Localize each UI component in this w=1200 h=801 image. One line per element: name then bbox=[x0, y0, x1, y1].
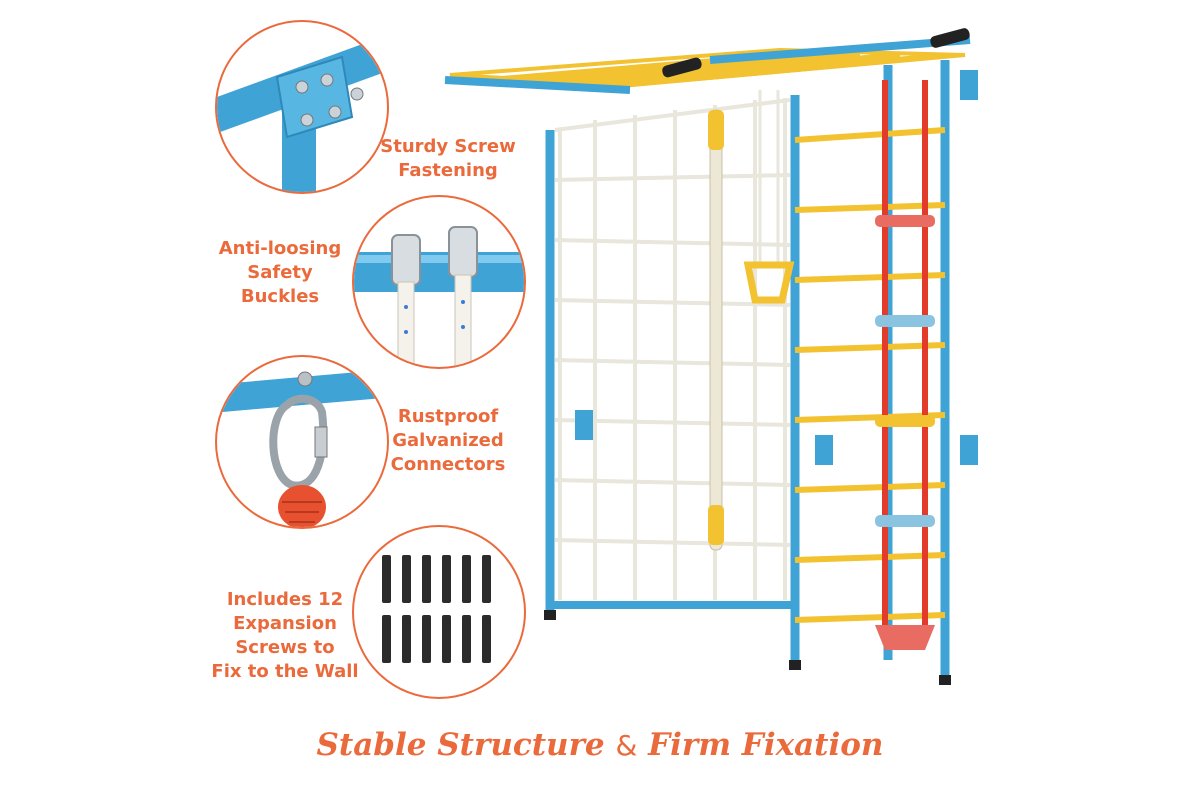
headline-part2: Firm Fixation bbox=[648, 727, 884, 763]
screw-fastening-detail bbox=[215, 20, 389, 194]
monkey-bars bbox=[444, 28, 971, 94]
climbing-frame-illustration bbox=[444, 28, 978, 685]
feature-label-expansion-screws: Includes 12 Expansion Screws to Fix to t… bbox=[211, 589, 359, 682]
safety-buckles-detail bbox=[352, 195, 526, 369]
feature-label-galvanized-connectors: Rustproof Galvanized Connectors bbox=[390, 406, 506, 475]
rope-ladder bbox=[875, 80, 935, 650]
feature-label-safety-buckles: Anti-loosing Safety Buckles bbox=[218, 238, 342, 307]
bolted-joint-icon bbox=[217, 31, 387, 192]
headline-ampersand: & bbox=[615, 729, 638, 762]
headline-part1: Stable Structure bbox=[316, 727, 605, 763]
expansion-screws-detail bbox=[352, 525, 526, 699]
carabiner-connector-detail bbox=[215, 355, 389, 529]
buckles-icon bbox=[354, 226, 524, 367]
cargo-net bbox=[554, 98, 791, 600]
headline: Stable Structure & Firm Fixation bbox=[0, 727, 1200, 763]
expansion-screws-icon bbox=[382, 555, 491, 663]
carabiner-icon bbox=[217, 367, 387, 527]
feature-label-screw-fastening: Sturdy Screw Fastening bbox=[380, 136, 516, 181]
